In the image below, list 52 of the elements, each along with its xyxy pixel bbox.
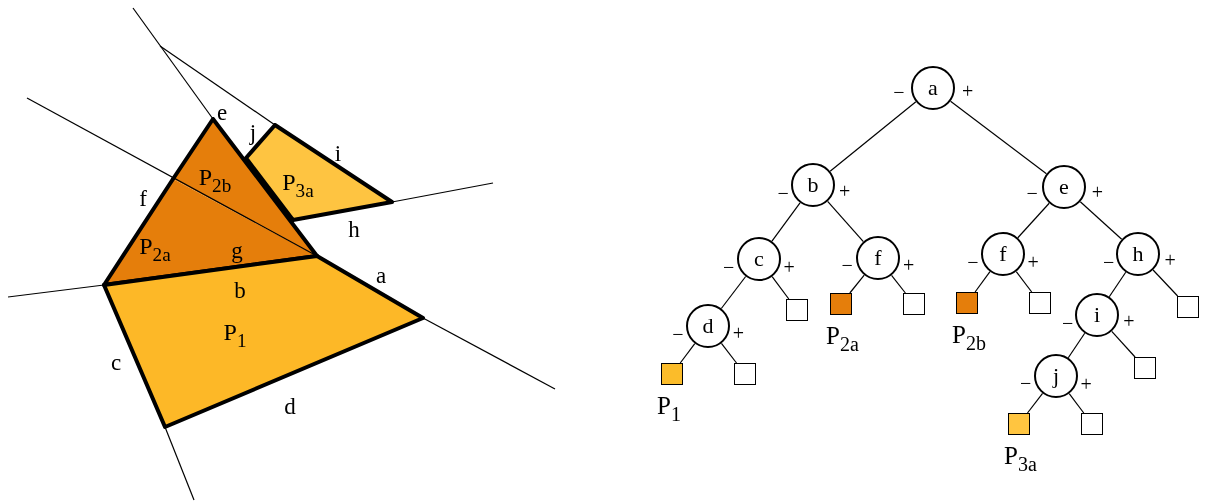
tree-node-circle: j [1034,354,1078,398]
tree-node-circle: c [737,237,781,281]
tree-node-circle: b [791,163,835,207]
line-label: i [334,141,342,165]
leaf-square [1008,413,1030,435]
tree-branch [849,274,865,294]
tree-branch [949,100,1048,175]
leaf-square [1081,413,1103,435]
line-label: a [375,263,387,287]
tree-branch [720,275,747,310]
leaf-square [661,363,683,385]
tree-branch [1015,270,1033,293]
tree-node-circle: f [981,232,1025,276]
tree-branch [1108,271,1127,298]
tree-node-circle: a [911,66,955,110]
tree-branch [1068,393,1085,414]
tree-node-circle: f [856,236,900,280]
tree-branch [974,271,991,293]
line-label: e [216,100,228,124]
tree-node-circle: h [1116,232,1160,276]
tree-branch [1017,202,1050,239]
leaf-square [956,292,978,314]
tree-branch [720,342,738,364]
tree-branch [771,202,801,242]
tree-node-circle: i [1075,293,1119,337]
line-label: g [231,238,243,262]
line-label: j [249,120,257,144]
tree-branch [890,274,906,294]
line-label: d [284,394,296,418]
line-label: h [348,217,360,241]
leaf-square [903,293,925,315]
leaf-square [1029,292,1051,314]
leaf-square [734,363,756,385]
tree-branch [1067,332,1086,359]
tree-branch [679,343,696,364]
tree-branch [1111,330,1136,358]
tree-node-circle: e [1042,165,1086,209]
leaf-square [830,293,852,315]
tree-branch [771,276,790,300]
tree-branch [1079,201,1123,240]
line-label: f [139,186,147,210]
leaf-square [786,299,808,321]
tree-branch [1026,392,1044,414]
tree-branch [829,101,917,172]
line-label: c [110,350,122,374]
line-label: b [234,278,246,302]
leaf-square [1177,296,1199,318]
tree-branch [827,200,864,243]
region-polygon [243,122,395,223]
tree-branch [1152,269,1179,297]
leaf-square [1134,357,1156,379]
tree-node-circle: d [686,304,730,348]
